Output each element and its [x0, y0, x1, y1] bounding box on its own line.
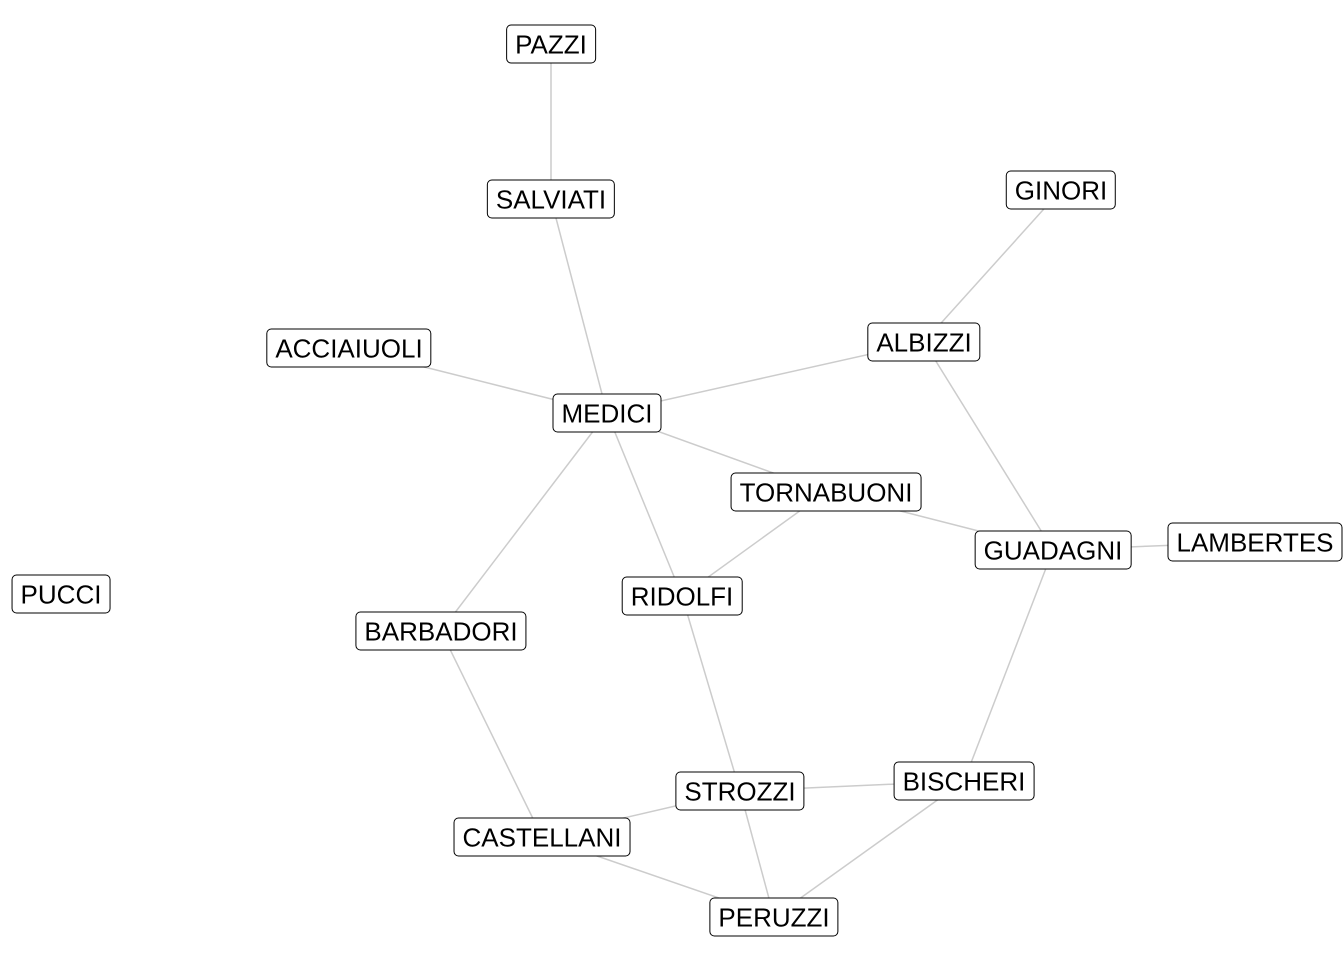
node-label-pucci: PUCCI	[11, 574, 111, 614]
edge-ridolfi-strozzi	[681, 595, 741, 792]
node-label-medici: MEDICI	[552, 393, 662, 433]
node-label-castellani: CASTELLANI	[453, 817, 631, 857]
edge-medici-ridolfi	[606, 412, 683, 597]
edge-medici-salviati	[550, 198, 608, 414]
node-label-salviati: SALVIATI	[486, 179, 616, 219]
node-label-ginori: GINORI	[1005, 170, 1117, 210]
node-label-tornabuoni: TORNABUONI	[730, 472, 922, 512]
edge-barbadori-medici	[440, 412, 608, 632]
node-label-bischeri: BISCHERI	[893, 761, 1035, 801]
edge-peruzzi-strozzi	[739, 790, 775, 918]
edge-albizzi-guadagni	[923, 341, 1054, 551]
edge-albizzi-ginori	[923, 189, 1062, 343]
node-label-barbadori: BARBADORI	[355, 611, 527, 651]
node-label-pazzi: PAZZI	[506, 24, 596, 64]
node-label-ridolfi: RIDOLFI	[621, 576, 743, 616]
edge-barbadori-castellani	[440, 630, 543, 838]
node-label-guadagni: GUADAGNI	[974, 530, 1132, 570]
edge-bischeri-guadagni	[963, 549, 1054, 782]
node-label-acciaiuoli: ACCIAIUOLI	[266, 328, 432, 368]
edge-bischeri-peruzzi	[773, 780, 965, 918]
node-label-albizzi: ALBIZZI	[867, 322, 981, 362]
node-label-strozzi: STROZZI	[675, 771, 805, 811]
node-label-peruzzi: PERUZZI	[709, 897, 839, 937]
node-label-lambertes: LAMBERTES	[1167, 522, 1343, 562]
